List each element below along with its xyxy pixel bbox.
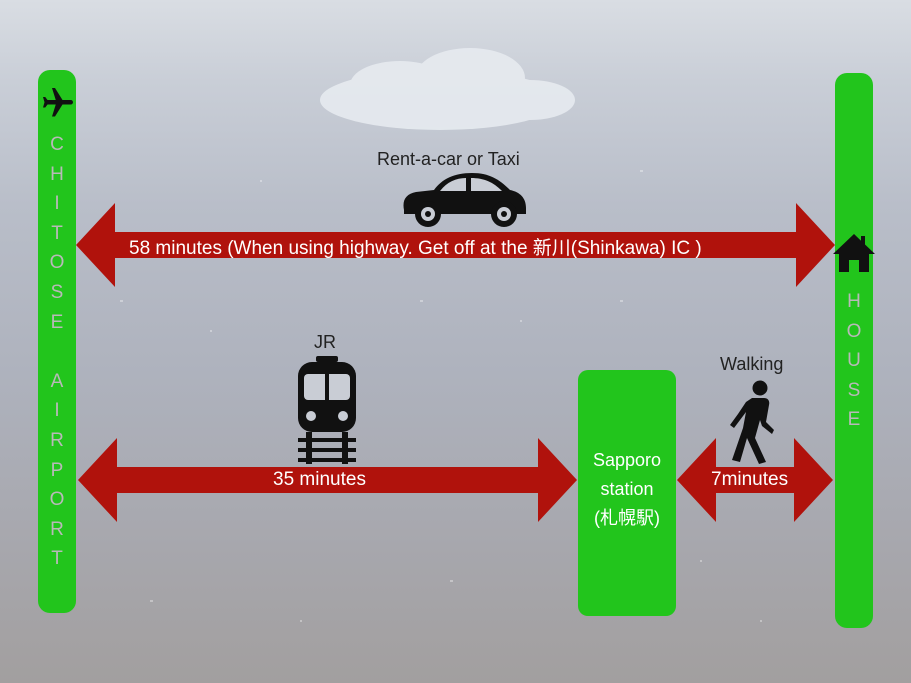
house-letter: O xyxy=(846,320,862,342)
house-letter: E xyxy=(847,409,861,431)
walk-route-duration: 7minutes xyxy=(711,469,789,490)
airport-pillar xyxy=(38,70,76,613)
airport-letter: E xyxy=(50,311,64,333)
airport-letter: I xyxy=(54,400,60,422)
airport-letter: T xyxy=(51,222,63,244)
train-route-arrow xyxy=(78,438,577,522)
train-route-duration: 35 minutes xyxy=(273,469,366,490)
station-label-line2: station xyxy=(600,479,654,499)
car-route-duration: 58 minutes (When using highway. Get off … xyxy=(129,238,702,259)
airport-letter: P xyxy=(50,459,64,481)
walking-person-icon xyxy=(730,380,774,464)
walk-mode-caption: Walking xyxy=(720,354,784,374)
car-icon xyxy=(403,173,526,227)
airport-vertical-label: C H I T O S E A I R P O R T xyxy=(39,130,75,574)
house-letter: S xyxy=(847,379,861,401)
train-mode-caption: JR xyxy=(314,332,336,352)
airport-letter: O xyxy=(49,489,65,511)
station-label-line1: Sapporo xyxy=(592,450,662,470)
cloud xyxy=(320,48,575,130)
house-icon xyxy=(833,234,875,272)
station-label-line3: (札幌駅) xyxy=(594,508,660,528)
sapporo-station-box xyxy=(578,370,676,616)
airport-letter: O xyxy=(49,252,65,274)
house-vertical-label: H O U S E xyxy=(836,287,872,435)
airport-letter: R xyxy=(50,518,64,540)
airport-letter: C xyxy=(50,134,64,155)
train-icon xyxy=(298,356,356,464)
car-mode-caption: Rent-a-car or Taxi xyxy=(377,149,520,169)
house-letter: U xyxy=(847,350,861,372)
airport-letter: I xyxy=(54,193,60,215)
house-pillar xyxy=(835,73,873,628)
airplane-icon xyxy=(43,88,73,117)
house-letter: H xyxy=(847,291,861,312)
car-route-arrow xyxy=(76,203,835,287)
airport-letter: R xyxy=(50,429,64,451)
walk-route-arrow xyxy=(677,438,833,522)
station-label: Sapporo station (札幌駅) xyxy=(578,446,676,533)
airport-letter: H xyxy=(50,163,64,185)
airport-letter: T xyxy=(51,548,63,570)
airport-letter: S xyxy=(50,281,64,303)
airport-letter: A xyxy=(50,370,64,392)
